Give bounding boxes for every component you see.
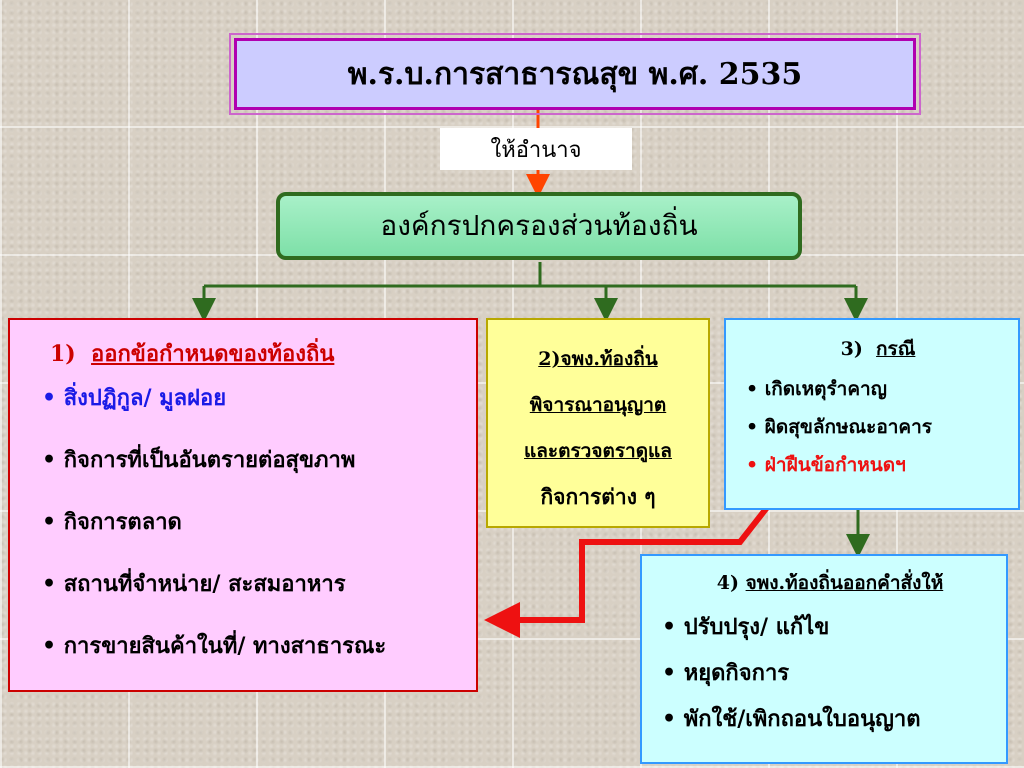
order-item: • หยุดกิจการ (662, 660, 790, 686)
orders-title: จพง.ท้องถิ่นออกคำสั่งให้ (745, 572, 944, 594)
case-item: • ผิดสุขลักษณะอาคาร (746, 416, 932, 438)
local-regulation-box: 1) ออกข้อกำหนดของท้องถิ่น • สิ่งปฏิกูล/ … (8, 318, 478, 692)
act-title-box: พ.ร.บ.การสาธารณสุข พ.ศ. 2535 (229, 33, 921, 115)
orders-box: 4) จพง.ท้องถิ่นออกคำสั่งให้ • ปรับปรุง/ … (640, 554, 1008, 764)
permit-line: และตรวจตราดูแล (524, 440, 672, 462)
act-title: พ.ร.บ.การสาธารณสุข พ.ศ. 2535 (347, 56, 803, 92)
local-regulation-number: 1) (50, 341, 76, 367)
local-regulation-title: ออกข้อกำหนดของท้องถิ่น (91, 341, 335, 367)
case-item: • ฝ่าฝืนข้อกำหนดฯ (746, 454, 906, 476)
item-text: ผิดสุขลักษณะอาคาร (764, 416, 932, 438)
permit-line: พิจารณาอนุญาต (529, 394, 667, 416)
case-item: • เกิดเหตุรำคาญ (746, 378, 887, 400)
local-regulation-item: • กิจการตลาด (42, 509, 182, 535)
item-text: การขายสินค้าในที่/ ทางสาธารณะ (63, 633, 387, 659)
cases-number: 3) (840, 338, 863, 360)
organization-label: องค์กรปกครองส่วนท้องถิ่น (380, 209, 698, 242)
organization-box: องค์กรปกครองส่วนท้องถิ่น (276, 192, 802, 260)
cases-box: 3) กรณี • เกิดเหตุรำคาญ • ผิดสุขลักษณะอา… (724, 318, 1020, 510)
item-text: ปรับปรุง/ แก้ไข (683, 614, 830, 640)
orders-number: 4) (716, 572, 739, 594)
local-regulation-item: • สถานที่จำหน่าย/ สะสมอาหาร (42, 571, 346, 597)
item-text: กิจการที่เป็นอันตรายต่อสุขภาพ (63, 447, 356, 473)
orders-heading: 4) จพง.ท้องถิ่นออกคำสั่งให้ (662, 568, 998, 598)
local-regulation-item: • สิ่งปฏิกูล/ มูลฝอย (42, 385, 227, 411)
arrow-box3-to-box1 (484, 494, 779, 638)
item-text: กิจการตลาด (63, 509, 182, 535)
permit-line: 2)จพง.ท้องถิ่น (538, 336, 657, 382)
permit-line: กิจการต่าง ๆ (540, 484, 656, 509)
item-text: สิ่งปฏิกูล/ มูลฝอย (63, 385, 227, 411)
local-regulation-heading: 1) ออกข้อกำหนดของท้องถิ่น (42, 336, 466, 371)
item-text: สถานที่จำหน่าย/ สะสมอาหาร (63, 571, 346, 597)
authority-label-text: ให้อำนาจ (490, 137, 582, 163)
order-item: • พักใช้/เพิกถอนใบอนุญาต (662, 706, 921, 732)
item-text: พักใช้/เพิกถอนใบอนุญาต (683, 706, 921, 732)
local-regulation-item: • กิจการที่เป็นอันตรายต่อสุขภาพ (42, 447, 356, 473)
cases-title: กรณี (876, 338, 916, 360)
cases-heading: 3) กรณี (746, 334, 1010, 364)
permit-box: 2)จพง.ท้องถิ่น พิจารณาอนุญาต และตรวจตราด… (486, 318, 710, 528)
item-text: ฝ่าฝืนข้อกำหนดฯ (764, 454, 906, 476)
item-text: หยุดกิจการ (683, 660, 790, 686)
item-text: เกิดเหตุรำคาญ (764, 378, 887, 400)
authority-label: ให้อำนาจ (440, 128, 632, 170)
permit-text: จพง.ท้องถิ่น (560, 348, 658, 370)
order-item: • ปรับปรุง/ แก้ไข (662, 614, 830, 640)
local-regulation-item: • การขายสินค้าในที่/ ทางสาธารณะ (42, 633, 387, 659)
permit-number: 2) (538, 348, 561, 370)
